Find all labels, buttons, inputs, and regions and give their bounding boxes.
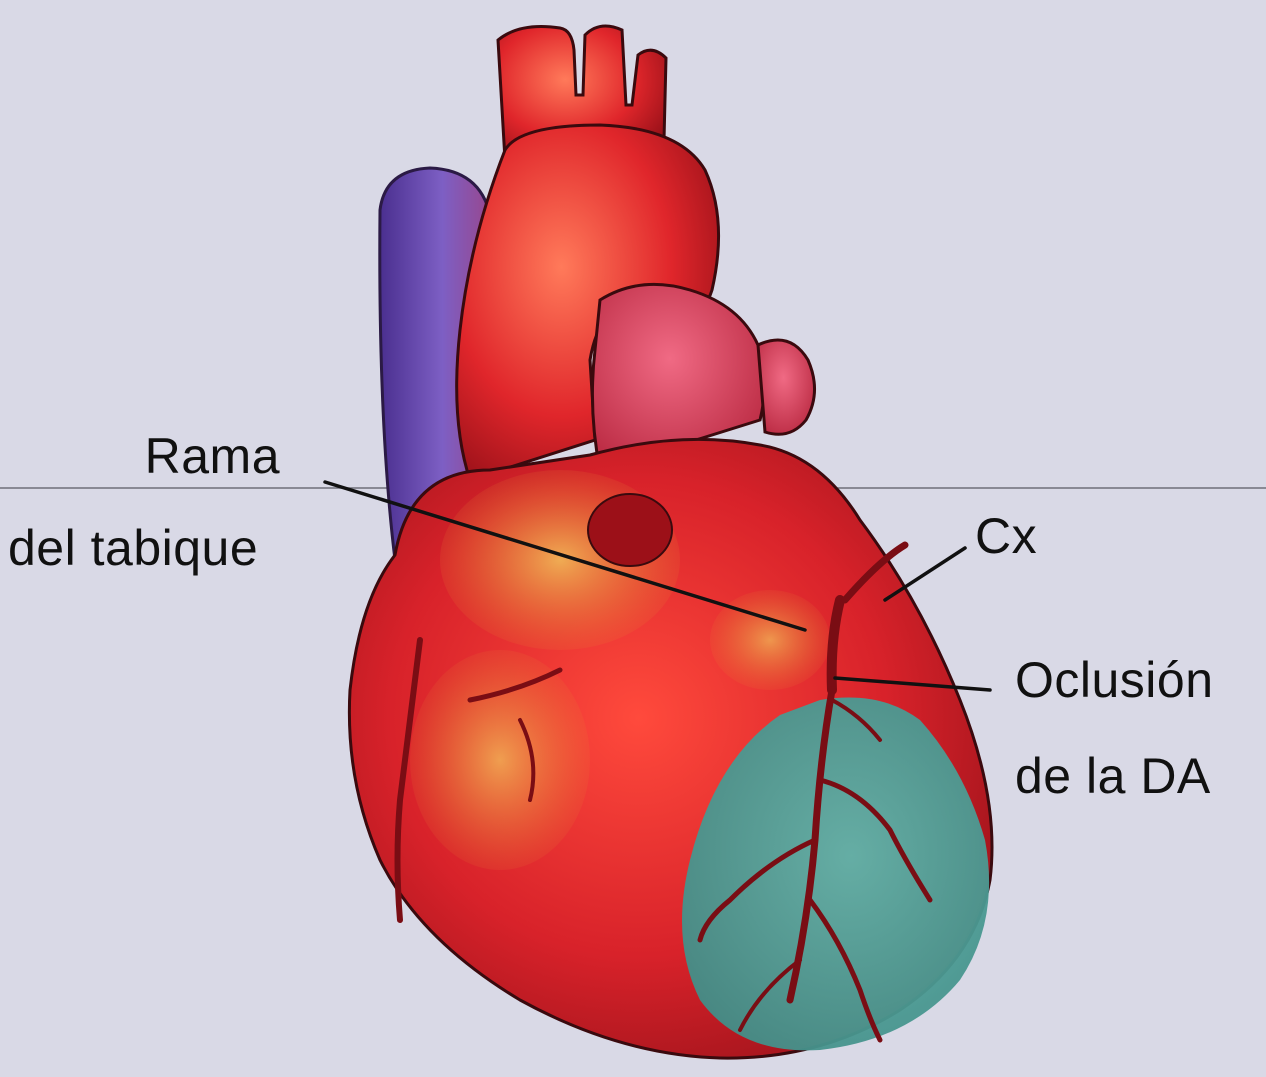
label-rama: Rama [110,428,280,486]
label-oclusion: Oclusión [1015,652,1214,710]
atrial-appendage [758,340,815,434]
label-cx: Cx [975,508,1037,566]
lesion-spot [588,494,672,566]
label-de-la-da: de la DA [1015,748,1211,806]
fat-patch-lower [410,650,590,870]
label-del-tabique: del tabique [8,520,308,578]
